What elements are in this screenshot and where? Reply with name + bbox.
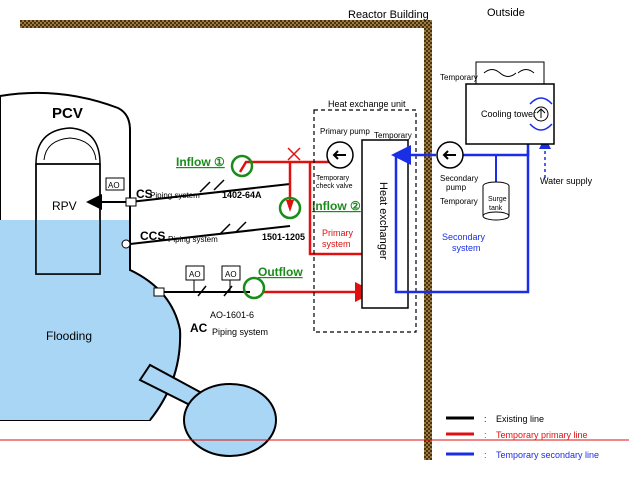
legend-secondary-colon: :	[484, 450, 487, 460]
rpv-label: RPV	[52, 199, 77, 213]
legend: : Existing line : Temporary primary line…	[446, 414, 599, 460]
outflow-label: Outflow	[258, 265, 303, 279]
secondary-pump	[436, 141, 464, 169]
surge-tank-label-1: Surge	[488, 196, 507, 203]
surge-tank	[482, 181, 510, 221]
torus-suppression-chamber	[138, 363, 277, 457]
heat-exchange-unit-box	[313, 109, 417, 333]
inflow2-marker	[278, 196, 302, 220]
rpv-vessel	[35, 127, 101, 275]
legend-primary-colon: :	[484, 430, 487, 440]
ac-ao-valve-1	[185, 265, 205, 281]
temporary-top-label: Temporary	[374, 131, 412, 140]
primary-pump	[326, 141, 354, 169]
secondary-pump-label-2: pump	[446, 183, 467, 192]
reactor-building-label: Reactor Building	[348, 9, 429, 21]
temporary-secondary-label: Temporary	[440, 197, 478, 206]
surge-tank-label-2: tank	[489, 205, 503, 212]
valve-1402-label: 1402-64A	[222, 190, 262, 200]
legend-secondary-text: Temporary secondary line	[496, 450, 599, 460]
inflow1-marker	[230, 154, 254, 178]
cooling-tower	[465, 61, 555, 145]
cs-label: CS	[136, 187, 153, 201]
valve-1601-label: AO-1601-6	[210, 310, 254, 320]
ccs-existing-line	[121, 221, 291, 249]
ac-label: AC	[190, 321, 208, 335]
cooling-tower-label: Cooling tower	[481, 109, 536, 119]
inflow2-valve-mark	[286, 200, 294, 212]
valve-1501-label: 1501-1205	[262, 232, 305, 242]
pcv-label: PCV	[52, 105, 83, 122]
ac-existing-line	[153, 280, 250, 297]
ac-piping-label: Piping system	[212, 327, 268, 337]
reactor-building-wall	[20, 20, 432, 460]
primary-pump-label: Primary pump	[320, 127, 370, 136]
inflow2-label: Inflow ②	[312, 199, 361, 213]
temporary-cooling-label: Temporary	[440, 73, 478, 82]
cs-existing-line	[86, 179, 291, 210]
flooding-label: Flooding	[46, 329, 92, 343]
ac-ao-label-2: AO	[225, 270, 237, 279]
ac-ao-valve-2	[221, 265, 241, 281]
heat-exchanger	[361, 139, 409, 309]
secondary-system-label-2: system	[452, 243, 481, 253]
heat-exchange-unit-label: Heat exchange unit	[328, 99, 406, 109]
water-supply-label: Water supply	[540, 176, 593, 186]
inflow1-label: Inflow ①	[176, 155, 225, 169]
temporary-check-valve-red	[287, 147, 301, 161]
cs-ao-label: AO	[108, 181, 120, 190]
cs-ao-valve	[105, 177, 125, 191]
legend-primary-text: Temporary primary line	[496, 430, 588, 440]
temp-check-valve-label-2: check valve	[316, 183, 353, 190]
primary-system-label-1: Primary	[322, 228, 353, 238]
secondary-system-label-1: Secondary	[442, 232, 486, 242]
ac-ao-label-1: AO	[189, 270, 201, 279]
ccs-piping-label: Piping system	[168, 235, 218, 244]
ccs-label: CCS	[140, 229, 165, 243]
secondary-pump-label-1: Secondary	[440, 174, 478, 183]
temp-check-valve-label-1: Temporary	[316, 175, 350, 182]
outflow-marker	[242, 276, 266, 300]
cs-piping-label: Piping system	[150, 191, 200, 200]
heat-exchanger-label: Heat exchanger	[377, 182, 389, 260]
primary-system-label-2: system	[322, 239, 351, 249]
legend-existing-colon: :	[484, 414, 487, 424]
legend-existing-text: Existing line	[496, 414, 544, 424]
outside-label: Outside	[487, 7, 525, 19]
